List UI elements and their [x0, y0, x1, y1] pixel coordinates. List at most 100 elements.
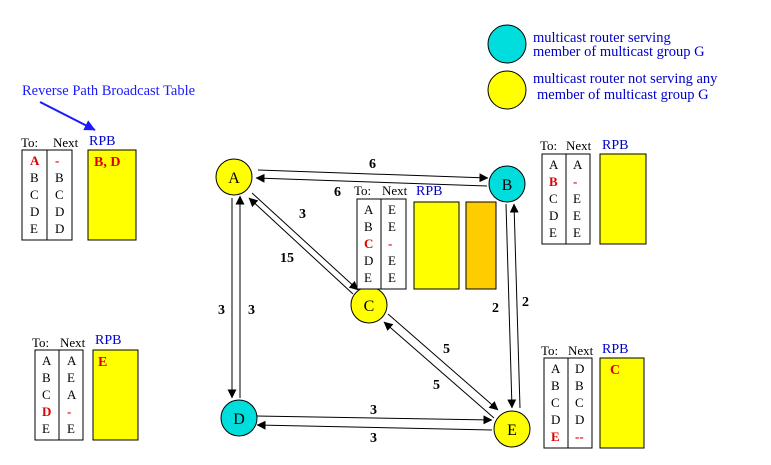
table-b-to-header: To: [540, 138, 557, 153]
table-b-to-cell: D [549, 208, 558, 223]
router-c-label: C [364, 298, 375, 315]
table-d-next-cell: E [67, 421, 75, 436]
table-d-next-header: Next [60, 335, 86, 350]
edge-a-c-weight-1: 3 [299, 207, 306, 222]
table-d-next-cell: - [67, 404, 71, 419]
table-c-to-cell: E [364, 270, 372, 285]
table-d-to-cell: B [42, 370, 51, 385]
edge-b-e-weight-2: 2 [522, 295, 529, 310]
edge-a-b-backward [255, 173, 488, 187]
table-b-to-cell: C [549, 191, 558, 206]
table-b-next-cell: E [573, 208, 581, 223]
table-d-to-header: To: [32, 335, 49, 350]
edge-d-e-weight-1: 3 [370, 403, 377, 418]
edge-a-b-weight-1: 6 [369, 157, 376, 172]
routers: A B C D E [215, 158, 531, 448]
rpb-title-arrow [39, 101, 96, 131]
table-c-next-cell: - [388, 236, 392, 251]
table-c-rpb-header: RPB [416, 184, 442, 199]
edge-a-c-backward [248, 197, 354, 295]
router-a-label: A [228, 170, 240, 187]
table-e-rpb-value: C [610, 363, 620, 378]
edge-a-d-weight-2: 3 [248, 303, 255, 318]
table-b-next-cell: A [573, 157, 583, 172]
edge-a-d-weight-1: 3 [218, 303, 225, 318]
table-a-rpb-value: B, D [94, 155, 120, 170]
table-d-to-cell: A [42, 353, 52, 368]
table-c-next-cell: E [388, 202, 396, 217]
table-b-next-cell: E [573, 225, 581, 240]
table-c-to-header: To: [354, 183, 371, 198]
edges: 6 6 3 15 3 3 2 2 5 5 3 3 [218, 157, 529, 446]
table-a-to-cell: C [30, 187, 39, 202]
router-d-label: D [233, 411, 245, 428]
table-a-to-cell: D [30, 204, 39, 219]
table-d-next-cell: E [67, 370, 75, 385]
legend-serving-line1: multicast router serving [533, 30, 671, 46]
edge-a-c-forward [251, 192, 359, 291]
table-d-next-cell: A [67, 353, 77, 368]
edge-c-e-weight-2: 5 [433, 378, 440, 393]
table-e-next-cell: B [575, 378, 584, 393]
router-e-label: E [507, 422, 517, 439]
table-b-next-header: Next [566, 138, 592, 153]
edge-d-e-weight-2: 3 [370, 431, 377, 446]
table-c-next-column [380, 198, 407, 290]
table-e-next-column [567, 357, 593, 449]
table-d-to-cell: C [42, 387, 51, 402]
edge-b-e-forward [505, 203, 517, 409]
table-e-to-cell: B [551, 378, 560, 393]
table-e-rpb-box [599, 357, 645, 449]
table-a-rpb-header: RPB [89, 134, 115, 149]
legend-not-serving-line1: multicast router not serving any [533, 71, 718, 87]
legend-serving-swatch [487, 24, 527, 64]
table-e-to-cell: A [551, 361, 561, 376]
table-d-to-cell: E [42, 421, 50, 436]
table-e-to-cell: C [551, 395, 560, 410]
legend-not-serving-swatch [487, 70, 527, 110]
table-a-to-cell: A [30, 153, 40, 168]
router-a [215, 158, 253, 196]
table-c-next-cell: E [388, 270, 396, 285]
table-a-next-cell: C [55, 187, 64, 202]
table-c-next-header: Next [382, 183, 408, 198]
table-b-next-column [565, 153, 591, 245]
edge-d-e-backward [256, 420, 493, 431]
table-c-next-cell: E [388, 253, 396, 268]
edge-d-e-forward [255, 415, 493, 425]
table-d-next-cell: A [67, 387, 77, 402]
table-a-next-column [46, 149, 73, 241]
table-e-to-cell: D [551, 412, 560, 427]
legend-not-serving-line2: member of multicast group G [537, 87, 709, 103]
router-e [493, 410, 531, 448]
table-c-to-cell: A [364, 202, 374, 217]
table-e-to-header: To: [541, 343, 558, 358]
table-b-rpb-header: RPB [602, 138, 628, 153]
router-d [220, 399, 258, 437]
table-e-next-cell: C [575, 395, 584, 410]
table-a-rpb-box [87, 149, 137, 241]
table-e-next-cell: D [575, 412, 584, 427]
edge-c-e-backward [383, 321, 495, 419]
table-d-rpb-value: E [98, 355, 107, 370]
table-c-to-cell: C [364, 236, 373, 251]
edge-b-e-weight-1: 2 [492, 301, 499, 316]
table-b-next-cell: - [573, 174, 577, 189]
table-c-rpb-box [413, 201, 460, 290]
edge-a-b-weight-2: 6 [334, 185, 341, 200]
table-c-next-cell: E [388, 219, 396, 234]
legend: multicast router serving member of multi… [487, 24, 718, 110]
edge-c-e-weight-1: 5 [443, 342, 450, 357]
table-b-to-cell: A [549, 157, 559, 172]
table-e-rpb-header: RPB [602, 342, 628, 357]
table-a-to-header: To: [21, 135, 38, 150]
table-d-rpb-header: RPB [95, 333, 121, 348]
table-e-to-cell: E [551, 429, 560, 444]
